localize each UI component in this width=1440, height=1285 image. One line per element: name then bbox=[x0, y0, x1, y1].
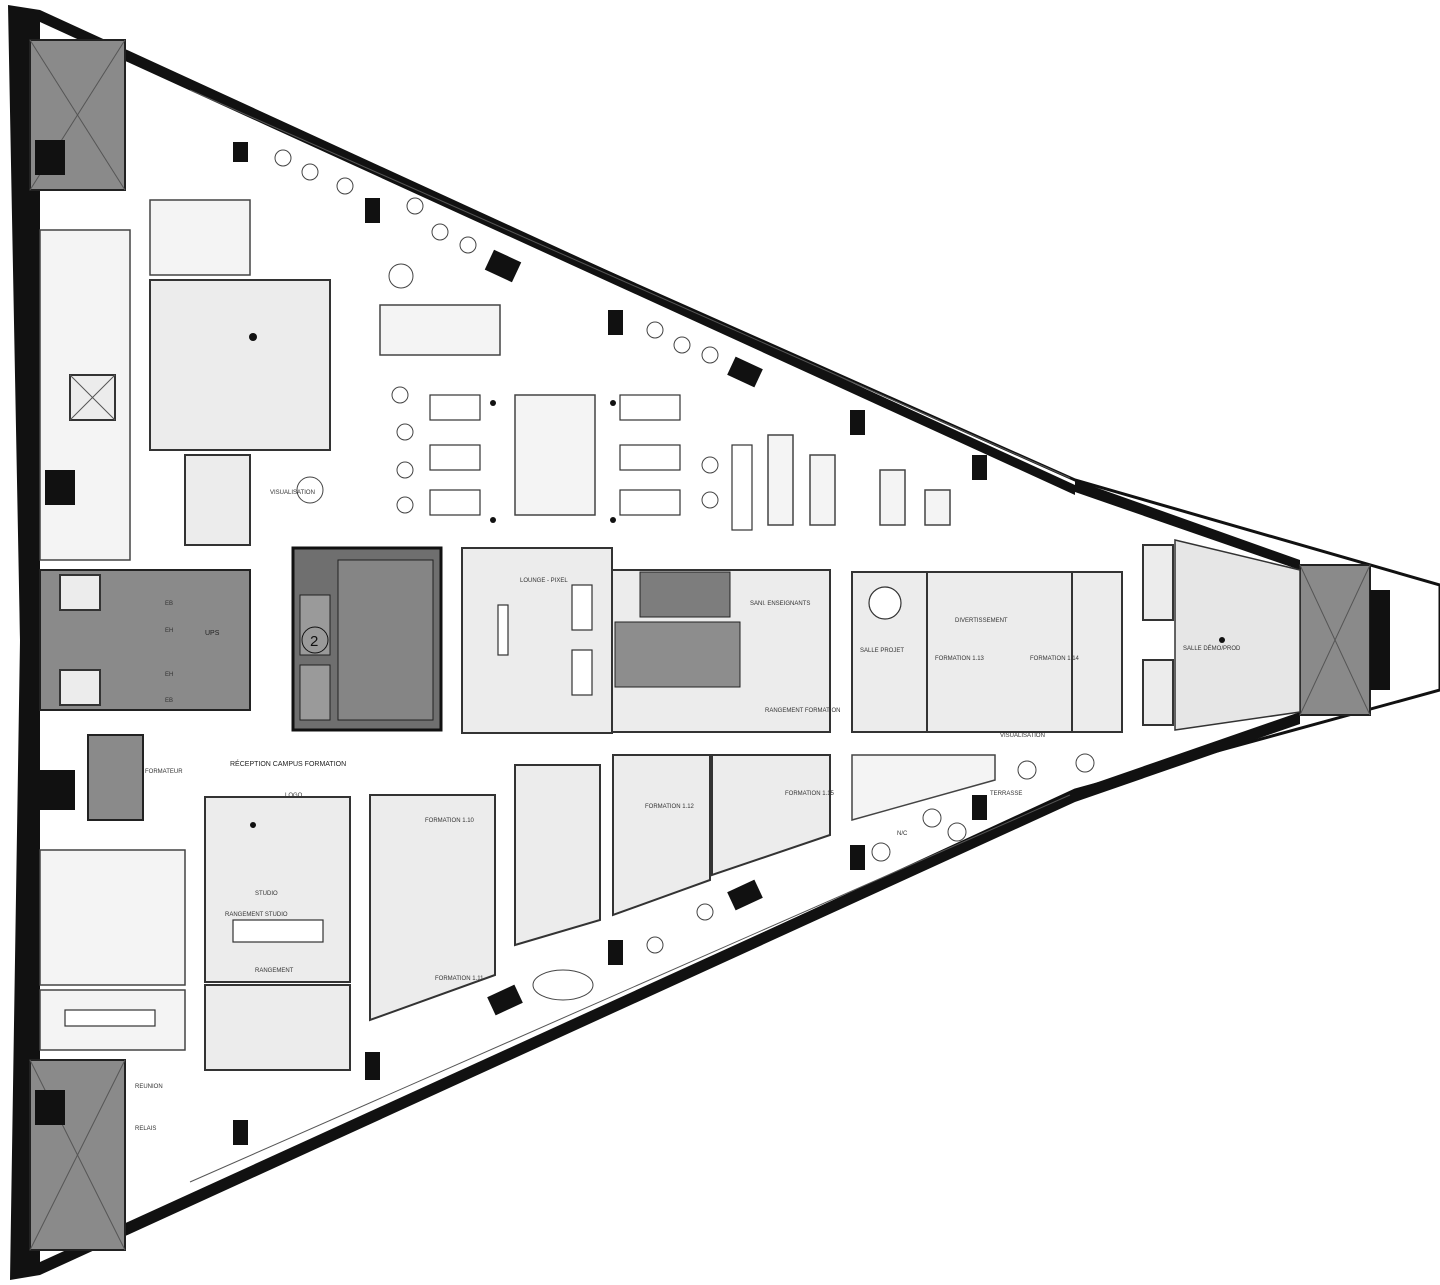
stair-block: SANI. ENSEIGNANTS RANGEMENT FORMATION bbox=[611, 569, 840, 733]
formation-5-label: FORMATION 1.14 bbox=[1030, 656, 1080, 662]
terrasse-label: TERRASSE bbox=[990, 791, 1022, 797]
formation-3-label: FORMATION 1.12 bbox=[645, 804, 695, 810]
relais-label: RELAIS bbox=[135, 1126, 156, 1132]
formation-rooms-lower: FORMATION 1.10 FORMATION 1.11 FORMATION … bbox=[369, 754, 1022, 1022]
reception-label: RÉCEPTION CAMPUS FORMATION bbox=[230, 759, 346, 768]
lounge-seating-lower bbox=[532, 753, 1095, 1001]
central-core: 2 bbox=[291, 546, 443, 732]
formation-6-label: FORMATION 1.15 bbox=[785, 791, 835, 797]
ups-label: UPS bbox=[205, 630, 220, 637]
upper-left-services bbox=[39, 199, 331, 561]
projet-label: SALLE PROJET bbox=[860, 648, 904, 654]
reunion-label: REUNION bbox=[135, 1084, 163, 1090]
formation-4-label: FORMATION 1.13 bbox=[935, 656, 985, 662]
workstation-grid bbox=[274, 149, 951, 531]
lounge-room: LOUNGE - PIXEL bbox=[461, 547, 613, 734]
eh-top-label: EH bbox=[165, 628, 173, 634]
salle-demo: SALLE DÉMO/PROD bbox=[1174, 539, 1301, 731]
eh-bottom-label: EH bbox=[165, 672, 173, 678]
salle-demo-label: SALLE DÉMO/PROD bbox=[1183, 645, 1241, 652]
eb-bottom-label: EB bbox=[165, 698, 173, 704]
facade-columns bbox=[35, 140, 987, 1145]
eb-top-label: EB bbox=[165, 601, 173, 607]
core-number: 2 bbox=[310, 633, 318, 650]
visualisation-2-label: VISUALISATION bbox=[1000, 733, 1045, 739]
lower-left-rooms: RANGEMENT STUDIO RANGEMENT STUDIO FORMAT… bbox=[39, 734, 351, 1132]
visualisation-label: VISUALISATION bbox=[270, 490, 315, 496]
corner-core-bottom bbox=[29, 1059, 126, 1251]
lounge-label: LOUNGE - PIXEL bbox=[520, 578, 568, 584]
formation-1-label: FORMATION 1.10 bbox=[425, 818, 475, 824]
formateur-label: FORMATEUR bbox=[145, 769, 183, 775]
west-service-core: EB EH UPS EH EB bbox=[39, 569, 251, 711]
rangement-formation-label: RANGEMENT FORMATION bbox=[765, 708, 840, 714]
upper-right-rooms: DIVERTISSEMENT FORMATION 1.13 FORMATION … bbox=[851, 544, 1174, 739]
divertissement-label: DIVERTISSEMENT bbox=[955, 618, 1008, 624]
rangement-label: RANGEMENT bbox=[255, 968, 294, 974]
sanitaires-label: SANI. ENSEIGNANTS bbox=[750, 601, 810, 607]
rangement-studio-label: RANGEMENT STUDIO bbox=[225, 912, 288, 918]
formation-2-label: FORMATION 1.11 bbox=[435, 976, 484, 982]
nc-label: N/C bbox=[897, 831, 908, 837]
studio-label: STUDIO bbox=[255, 891, 278, 897]
